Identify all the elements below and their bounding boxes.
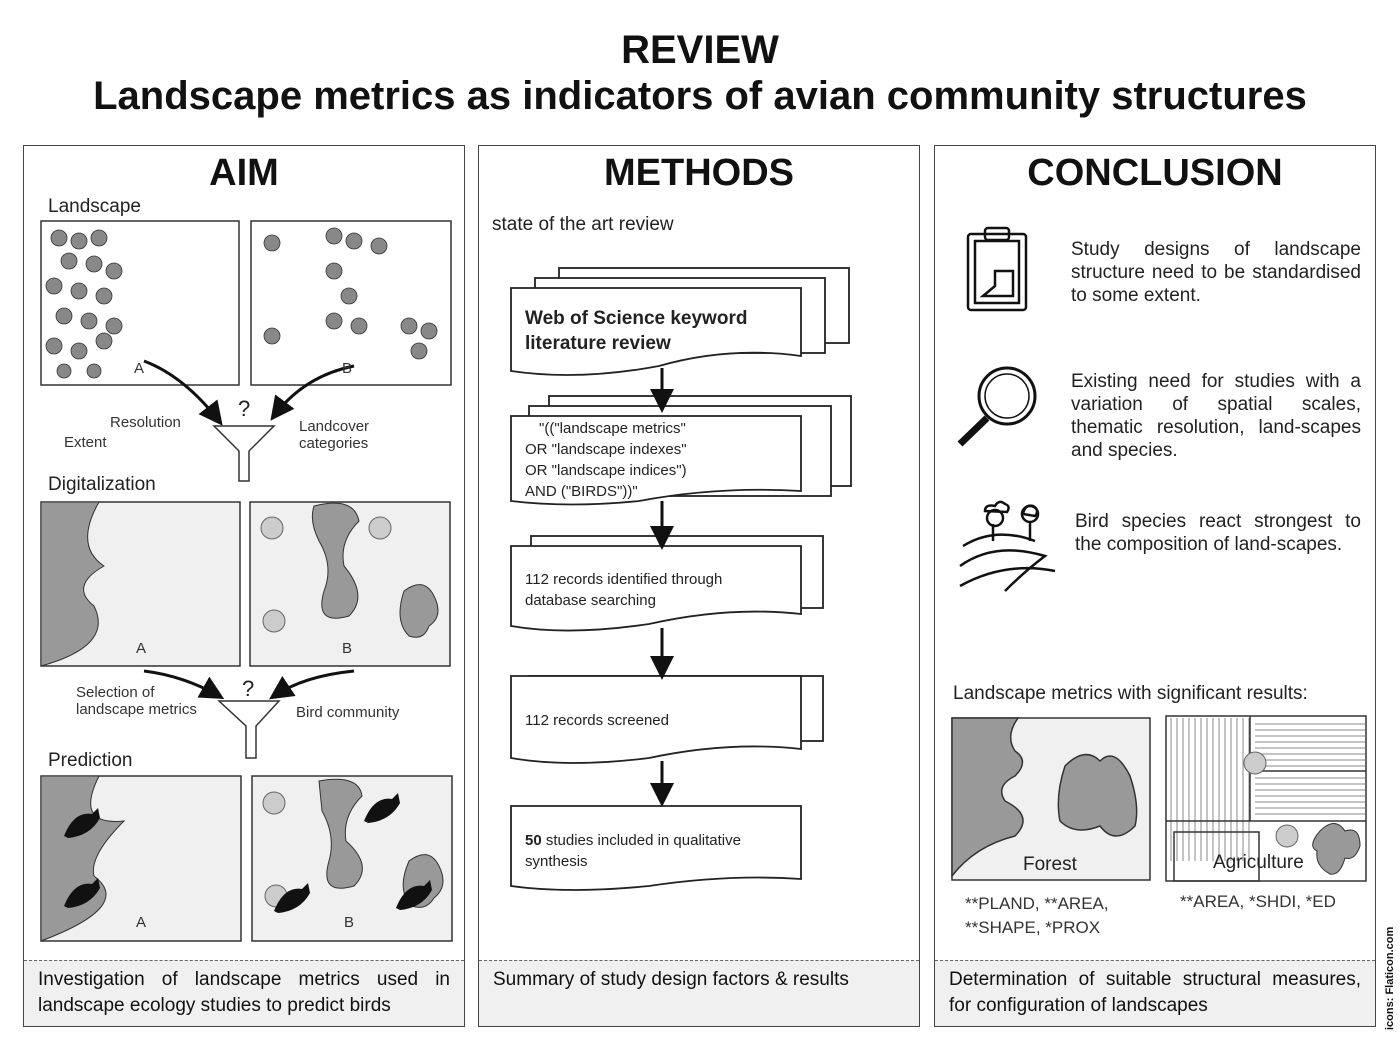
- funnel-icon: [212, 425, 276, 482]
- question-mark: ?: [238, 396, 251, 421]
- step-identified: 112 records identified through database …: [525, 571, 723, 609]
- aim-illustrations: [40, 220, 453, 942]
- keyword-line: OR "landscape indexes": [525, 441, 687, 458]
- step-keywords: "(("landscape metrics" OR "landscape ind…: [525, 418, 687, 502]
- landcover-label: Landcover categories: [299, 418, 370, 452]
- forest-label: Forest: [1023, 854, 1077, 875]
- methods-heading: METHODS: [604, 152, 794, 194]
- aim-footer: Investigation of landscape metrics used …: [24, 960, 464, 1026]
- label-a: A: [134, 360, 145, 377]
- keyword-line: "(("landscape metrics": [539, 420, 686, 437]
- flowchart: [510, 267, 852, 891]
- keyword-line: AND ("BIRDS"))": [525, 483, 638, 500]
- label-a: A: [136, 914, 147, 931]
- subtitle: Landscape metrics as indicators of avian…: [93, 74, 1307, 118]
- magnifier-icon: [957, 366, 1037, 447]
- step-web-of-science: Web of Science keyword literature review: [525, 308, 748, 354]
- conclusion-item-text: Existing need for studies with a variati…: [1071, 371, 1361, 461]
- extent-label: Extent: [64, 434, 107, 451]
- icon-credit: icons: Flaticon.com: [1384, 926, 1396, 1030]
- clipboard-icon: [966, 226, 1028, 312]
- bird-community-label: Bird community: [296, 704, 400, 721]
- label-b: B: [344, 914, 355, 931]
- landscape-label: Landscape: [48, 196, 141, 217]
- digitalization-label: Digitalization: [48, 474, 156, 495]
- included-text: studies included in qualitative synthesi…: [525, 832, 741, 870]
- bird-icons: [64, 793, 432, 913]
- methods-subheading: state of the art review: [492, 214, 674, 235]
- methods-footer: Summary of study design factors & result…: [479, 960, 919, 1026]
- question-mark: ?: [242, 676, 255, 701]
- forest-metrics: **PLAND, **AREA, **SHAPE, *PROX: [965, 894, 1109, 937]
- keyword-line: OR "landscape indices"): [525, 462, 687, 479]
- label-b: B: [342, 640, 353, 657]
- resolution-label: Resolution: [110, 414, 181, 431]
- aim-heading: AIM: [209, 152, 279, 194]
- included-count: 50: [525, 832, 542, 849]
- metrics-label: Landscape metrics with significant resul…: [953, 683, 1308, 704]
- conclusion-panel: CONCLUSION Study designs of landscape st…: [934, 145, 1376, 1027]
- conclusion-illustrations: [951, 226, 1367, 882]
- tree-icons: [45, 227, 438, 379]
- methods-panel: METHODS state of the art review Web of S…: [478, 145, 920, 1027]
- conclusion-heading: CONCLUSION: [1027, 152, 1283, 194]
- conclusion-item-text: Bird species react strongest to the comp…: [1075, 511, 1361, 555]
- label-b: B: [342, 360, 353, 377]
- label-a: A: [136, 640, 147, 657]
- prediction-label: Prediction: [48, 750, 133, 771]
- landscape-birds-icon: [959, 500, 1056, 592]
- agriculture-label: Agriculture: [1213, 852, 1304, 873]
- conclusion-item-text: Study designs of landscape structure nee…: [1071, 239, 1361, 306]
- title: REVIEW: [621, 28, 779, 72]
- agriculture-metrics: **AREA, *SHDI, *ED: [1180, 892, 1336, 911]
- step-included: 50 studies included in qualitative synth…: [525, 830, 795, 872]
- aim-panel: AIM Landscape A B ? Resolution Extent La…: [23, 145, 465, 1027]
- selection-label: Selection of landscape metrics: [76, 684, 197, 718]
- step-screened: 112 records screened: [525, 712, 669, 729]
- conclusion-footer: Determination of suitable structural mea…: [935, 960, 1375, 1026]
